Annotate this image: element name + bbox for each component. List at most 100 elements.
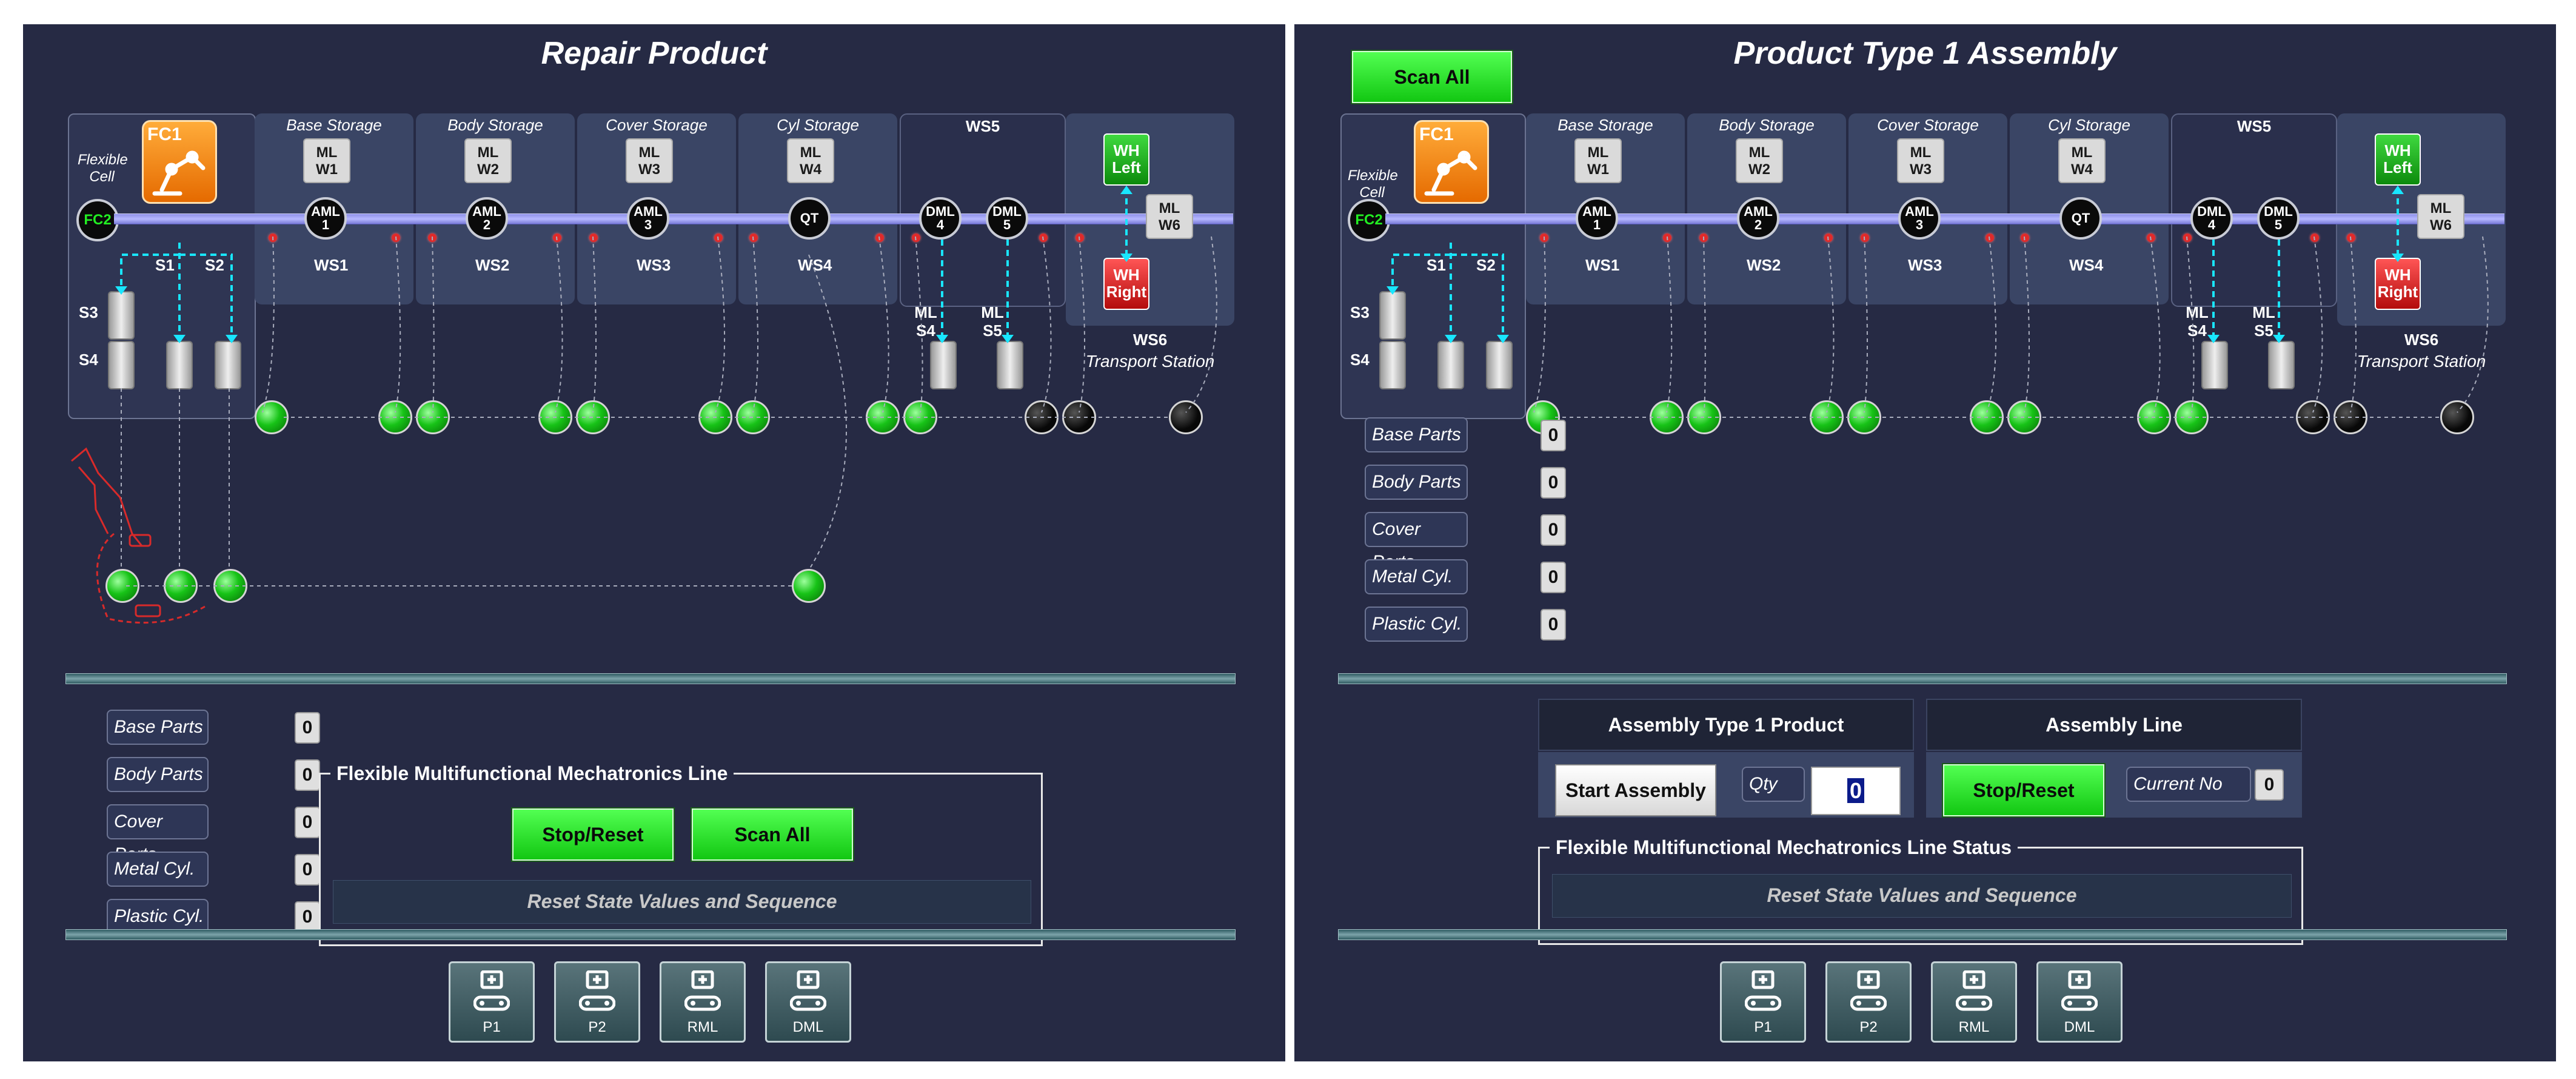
sensor-led [749,234,758,242]
qty-input[interactable]: 0 [1811,767,1901,815]
s2-storage-slot[interactable] [215,341,241,389]
fc2-node[interactable]: FC2 [76,199,119,241]
sensor-led [2021,234,2029,242]
status-text: Reset State Values and Sequence [1552,874,2292,918]
ml-s5-slot[interactable] [997,341,1023,389]
status-led-green [164,569,198,603]
status-led-off [2296,400,2330,434]
s3-storage-slot[interactable] [108,291,135,340]
stop-reset-button[interactable]: Stop/Reset [1942,763,2106,818]
qt-node[interactable]: QT [788,197,831,240]
nav-p1-button[interactable]: P1 [449,961,535,1043]
ws3-label: WS3 [1908,256,1942,274]
section-divider [1338,673,2507,684]
nav-p2-button[interactable]: P2 [1825,961,1912,1043]
s1-storage-slot[interactable] [166,341,193,389]
ws2-label: WS2 [1747,256,1781,274]
ws6-label: WS6 [2404,331,2439,349]
s4-storage-slot[interactable] [108,341,135,389]
robot-arm-icon [1424,150,1477,196]
nav-p1-button[interactable]: P1 [1720,961,1806,1043]
sensor-led [1039,234,1048,242]
sensor-led [1699,234,1708,242]
fc2-node[interactable]: FC2 [1348,199,1390,241]
ws1-label: WS1 [1585,256,1620,274]
s4-storage-slot[interactable] [1379,341,1406,389]
fc1-robot[interactable]: FC1 [142,120,217,204]
status-led-off [2333,400,2367,434]
robot-module-icon [473,970,510,1011]
group-title: Flexible Multifunctional Mechatronics Li… [1550,836,2018,859]
status-led-green [2007,400,2041,434]
s3-storage-slot[interactable] [1379,291,1406,340]
status-led-green [1970,400,2004,434]
start-assembly-button[interactable]: Start Assembly [1555,764,1716,816]
status-led-green [213,569,247,603]
nav-rml-button[interactable]: RML [1931,961,2017,1043]
ml-s5-slot[interactable] [2268,341,2295,389]
nav-dml-button[interactable]: DML [765,961,851,1043]
scan-all-button[interactable]: Scan All [691,807,854,862]
sensor-led [1076,234,1084,242]
s2-storage-slot[interactable] [1486,341,1513,389]
scan-all-button[interactable]: Scan All [1351,50,1513,104]
section-divider-bottom [1338,929,2507,940]
sensor-led [1824,234,1833,242]
qt-node[interactable]: QT [2059,197,2102,240]
fc1-robot[interactable]: FC1 [1414,120,1489,204]
control-group: Flexible Multifunctional Mechatronics Li… [319,762,1043,946]
s1-storage-slot[interactable] [1437,341,1464,389]
robot-module-icon [579,970,615,1011]
status-led-green [538,400,572,434]
status-led-off [1062,400,1096,434]
transport-station-label: Transport Station [1085,352,1215,371]
assembly-header: Assembly Type 1 Product [1538,699,1914,751]
stop-reset-button[interactable]: Stop/Reset [511,807,675,862]
sensor-led [875,234,884,242]
ws4-label: WS4 [2069,256,2104,274]
sensor-led [1861,234,1869,242]
nav-p2-button[interactable]: P2 [554,961,640,1043]
s1-label: S1 [1427,256,1446,274]
ml-s4-slot[interactable] [930,341,957,389]
ws1-label: WS1 [314,256,349,274]
nav-rml-button[interactable]: RML [660,961,746,1043]
status-led-green [105,569,139,603]
status-led-green [792,569,826,603]
robot-module-icon [1850,970,1887,1011]
status-led-off [1169,400,1203,434]
transport-station-label: Transport Station [2357,352,2486,371]
ml-s4-slot[interactable] [2201,341,2228,389]
sensor-led [1540,234,1548,242]
ws6-label: WS6 [1132,331,1168,349]
nav-dml-button[interactable]: DML [2036,961,2123,1043]
robot-arm-icon [152,150,206,196]
s4-label: S4 [1350,351,1370,369]
